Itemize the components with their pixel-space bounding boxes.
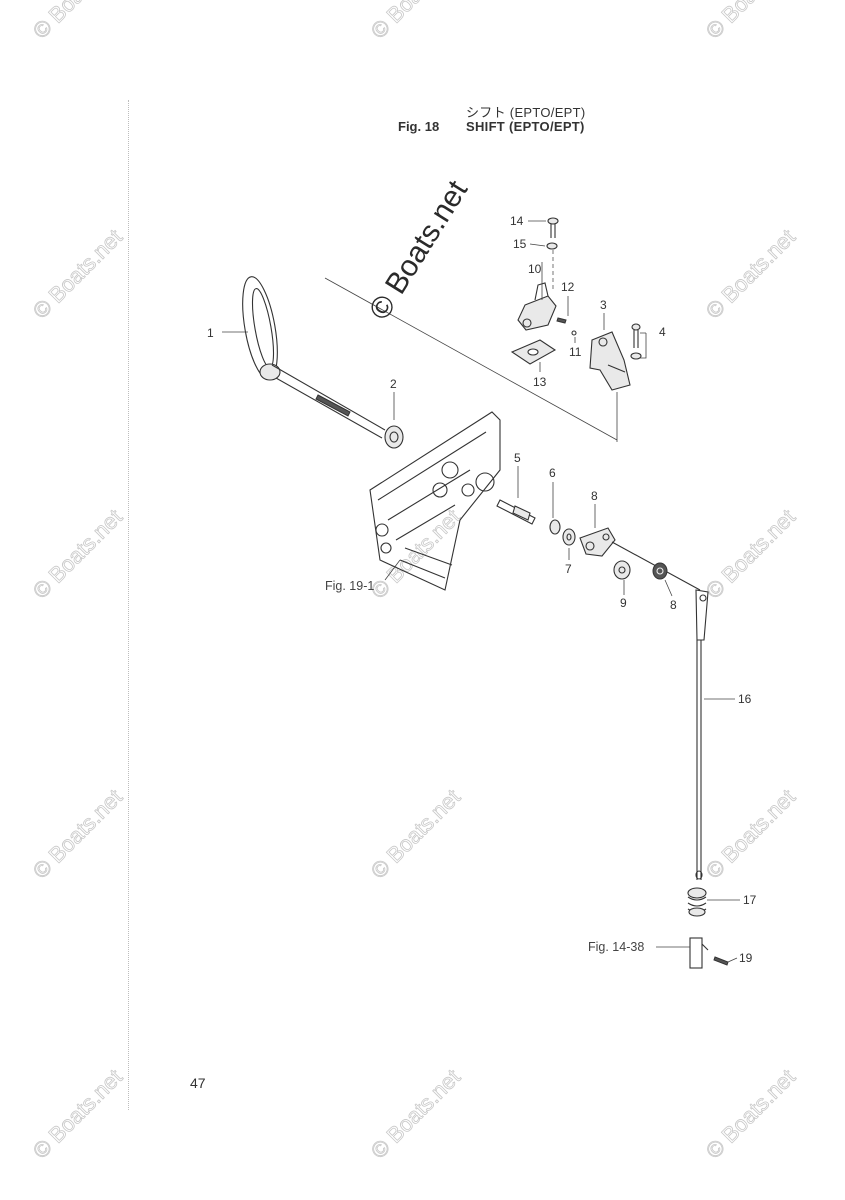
callout-5: 5 [514,451,521,465]
callout-3: 3 [600,298,607,312]
callout-6: 6 [549,466,556,480]
page-number: 47 [190,1075,206,1091]
watermark: © Boats.net [701,224,800,323]
callout-10: 10 [528,262,542,276]
watermark: © Boats.net [28,0,127,44]
lower-shift-rod [689,937,709,969]
callout-15: 15 [513,237,527,251]
callout-9: 9 [620,596,627,610]
callout-12: 12 [561,280,575,294]
callout-8-lower: 8 [670,598,677,612]
part-14-bolt [547,217,559,238]
watermark: © Boats.net [701,504,800,603]
reference-line [324,277,618,441]
callout-16: 16 [738,692,752,706]
callout-17: 17 [743,893,757,907]
part-15-washer [546,242,558,250]
callout-labels: 1 2 3 4 5 6 7 8 8 9 10 11 12 13 14 15 16… [207,214,757,965]
watermark: © Boats.net [366,1064,465,1163]
callout-11: 11 [569,345,582,359]
callout-19: 19 [739,951,753,965]
watermark: © Boats.net [28,504,127,603]
callout-2: 2 [390,377,397,391]
part-19-pin [713,956,729,966]
figure-title: SHIFT (EPTO/EPT) [466,119,585,134]
callout-4: 4 [659,325,666,339]
part-16-shift-rod [695,589,709,880]
watermark: © Boats.net [701,1064,800,1163]
part-17-spring [687,887,707,917]
callout-14: 14 [510,214,524,228]
part-8-bushing [652,562,668,580]
part-8-shift-arm [579,527,701,591]
callout-7: 7 [565,562,572,576]
watermark: © Boats.net [28,224,127,323]
part-13-gasket [510,339,557,365]
part-6-washer [549,519,561,535]
part-10-bracket [517,282,557,331]
part-12-pin [556,317,567,324]
part-7-washer [562,528,576,546]
watermark: © Boats.net [701,0,800,44]
binding-edge-dots [128,100,129,1110]
figure-number: Fig. 18 [398,119,440,134]
watermark: © Boats.net [28,784,127,883]
part-4-screw [630,323,642,360]
part-3-bracket [589,331,631,391]
part-11-clip [571,330,577,336]
part-5-shift-shaft [496,499,536,525]
part-2-grommet [384,425,404,449]
figure-title-japanese: シフト (EPTO/EPT) [466,105,586,120]
cross-reference-fig-19-1: Fig. 19-1 [325,579,374,593]
part-1-shift-handle [242,276,386,439]
watermark: © Boats.net [28,1064,127,1163]
callout-13: 13 [533,375,547,389]
watermark: © Boats.net [366,504,465,603]
watermark-main: © Boats.net [363,174,475,325]
engine-casing [369,411,501,591]
leader-lines [222,220,740,963]
callout-1: 1 [207,326,214,340]
cross-reference-fig-14-38: Fig. 14-38 [588,940,644,954]
watermark: © Boats.net [701,784,800,883]
watermark: © Boats.net [366,0,465,44]
callout-8-upper: 8 [591,489,598,503]
watermark: © Boats.net [366,784,465,883]
part-9-bushing [613,560,631,580]
